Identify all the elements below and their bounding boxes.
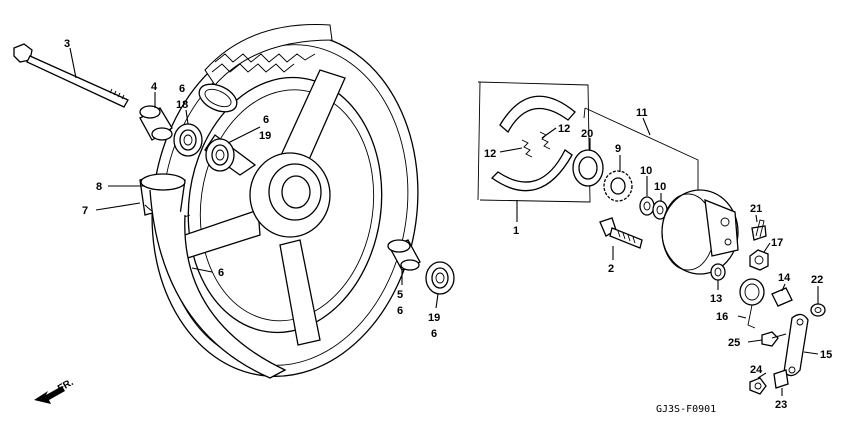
bracket-14 xyxy=(771,287,793,307)
callout-21: 21 xyxy=(750,203,762,215)
bearing-19-lower xyxy=(425,261,455,295)
callout-8: 8 xyxy=(96,181,102,193)
bearing-18 xyxy=(173,123,203,157)
callout-6: 6 xyxy=(263,114,269,126)
callout-3: 3 xyxy=(64,38,70,50)
callout-13: 13 xyxy=(710,293,722,305)
callout-12: 12 xyxy=(558,123,570,135)
front-wheel xyxy=(151,24,419,377)
seal-20 xyxy=(572,149,604,187)
callout-5: 5 xyxy=(397,289,403,301)
callout-1: 1 xyxy=(513,225,519,237)
callout-2: 2 xyxy=(608,263,614,275)
spacer-4 xyxy=(139,105,173,141)
callout-10: 10 xyxy=(654,181,666,193)
arm-15 xyxy=(783,313,809,377)
callout-14: 14 xyxy=(778,272,791,284)
axle-bolt xyxy=(13,43,129,108)
nut-17 xyxy=(749,249,769,271)
bolt-21 xyxy=(751,219,767,241)
gear-9 xyxy=(603,170,633,202)
spring-16 xyxy=(739,278,765,329)
brake-panel-11 xyxy=(661,189,739,275)
callout-4: 4 xyxy=(151,81,158,93)
nut-22 xyxy=(810,303,826,317)
callout-17: 17 xyxy=(771,237,783,249)
callout-22: 22 xyxy=(811,274,823,286)
callout-19: 19 xyxy=(428,312,440,324)
front-direction-arrow: FR. xyxy=(34,377,76,404)
bolt-25 xyxy=(761,331,787,347)
callout-7: 7 xyxy=(82,205,88,217)
diagram-code: GJ3S-F0901 xyxy=(656,404,716,415)
washers-10 xyxy=(639,196,668,220)
callout-15: 15 xyxy=(820,349,832,361)
callout-20: 20 xyxy=(581,128,593,140)
callout-labels: 3 4 6 18 6 19 8 7 6 5 6 19 6 12 12 1 20 … xyxy=(64,38,832,411)
callout-12: 12 xyxy=(484,148,496,160)
direction-label: FR. xyxy=(56,377,76,395)
arrow-icon xyxy=(34,386,65,404)
callout-23: 23 xyxy=(775,399,787,411)
callout-16: 16 xyxy=(716,311,728,323)
callout-6: 6 xyxy=(397,305,403,317)
ring-13 xyxy=(710,263,726,281)
bearing-19-top xyxy=(205,138,235,172)
callout-11: 11 xyxy=(636,107,648,119)
cam-2 xyxy=(599,217,643,249)
callout-6: 6 xyxy=(179,83,185,95)
callout-6: 6 xyxy=(218,267,224,279)
callout-9: 9 xyxy=(615,143,621,155)
collar-5 xyxy=(387,239,421,271)
tire-section-top xyxy=(198,83,238,113)
tire-section-8 xyxy=(139,173,287,379)
callout-19: 19 xyxy=(259,130,271,142)
pin-23 xyxy=(773,369,789,389)
callout-24: 24 xyxy=(750,364,763,376)
callout-18: 18 xyxy=(176,99,188,111)
callout-25: 25 xyxy=(728,337,740,349)
callout-6: 6 xyxy=(431,328,437,340)
leader-lines xyxy=(69,47,819,396)
callout-10: 10 xyxy=(640,165,652,177)
brake-shoe-box xyxy=(477,81,591,203)
bolt-24 xyxy=(749,377,767,395)
